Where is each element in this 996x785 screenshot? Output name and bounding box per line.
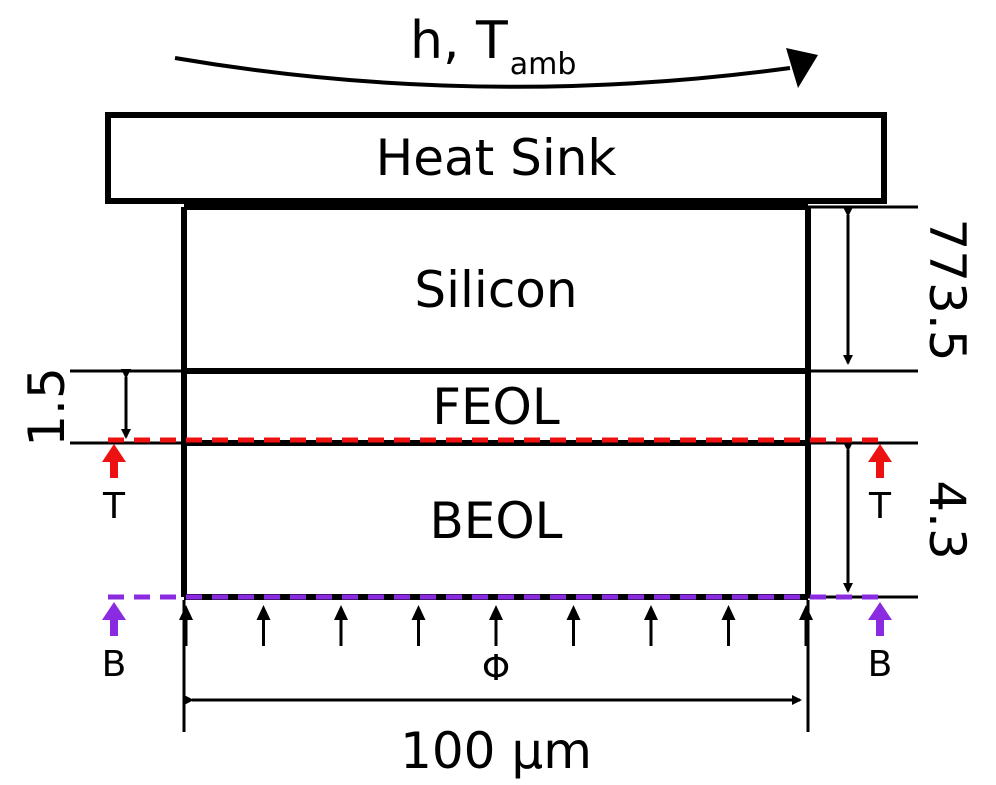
- silicon-thickness-label: 773.5: [918, 218, 976, 361]
- extension-lines: [70, 205, 918, 732]
- feol-label: FEOL: [432, 378, 560, 436]
- layer-stack: [181, 204, 811, 600]
- width-label: 100 µm: [400, 722, 592, 780]
- heat-flux-arrows: [179, 605, 813, 646]
- top-right-marker: T: [868, 486, 892, 527]
- beol-label: BEOL: [429, 492, 562, 550]
- beol-thickness-label: 4.3: [918, 480, 976, 560]
- heat-flux-arrow: [799, 605, 813, 646]
- convection-label: h, Tamb: [410, 11, 576, 82]
- heat-sink-box: [105, 112, 887, 204]
- heat-flux-arrow: [721, 605, 736, 646]
- feol-thickness-label: 1.5: [18, 367, 76, 447]
- top-right-arrow: [868, 444, 892, 478]
- top-left-marker: T: [102, 486, 126, 527]
- heat-flux-arrow: [334, 605, 348, 646]
- heat-sink-label: Heat Sink: [376, 129, 617, 187]
- convection-arrow: [174, 48, 818, 89]
- heat-flux-symbol: Φ: [482, 648, 510, 689]
- silicon-label: Silicon: [414, 261, 577, 319]
- bottom-right-marker: B: [868, 644, 893, 685]
- dimension-arrows: [121, 207, 853, 705]
- bottom-left-marker: B: [102, 644, 127, 685]
- heat-flux-arrow: [489, 605, 503, 646]
- heat-flux-arrow: [644, 605, 658, 646]
- top-left-arrow: [102, 444, 126, 478]
- bottom-left-arrow: [102, 602, 126, 636]
- heat-flux-arrow: [566, 605, 581, 646]
- heat-flux-arrow: [256, 605, 271, 646]
- heat-flux-arrow: [411, 605, 426, 646]
- bottom-right-arrow: [868, 602, 892, 636]
- heat-flux-arrow: [179, 605, 193, 646]
